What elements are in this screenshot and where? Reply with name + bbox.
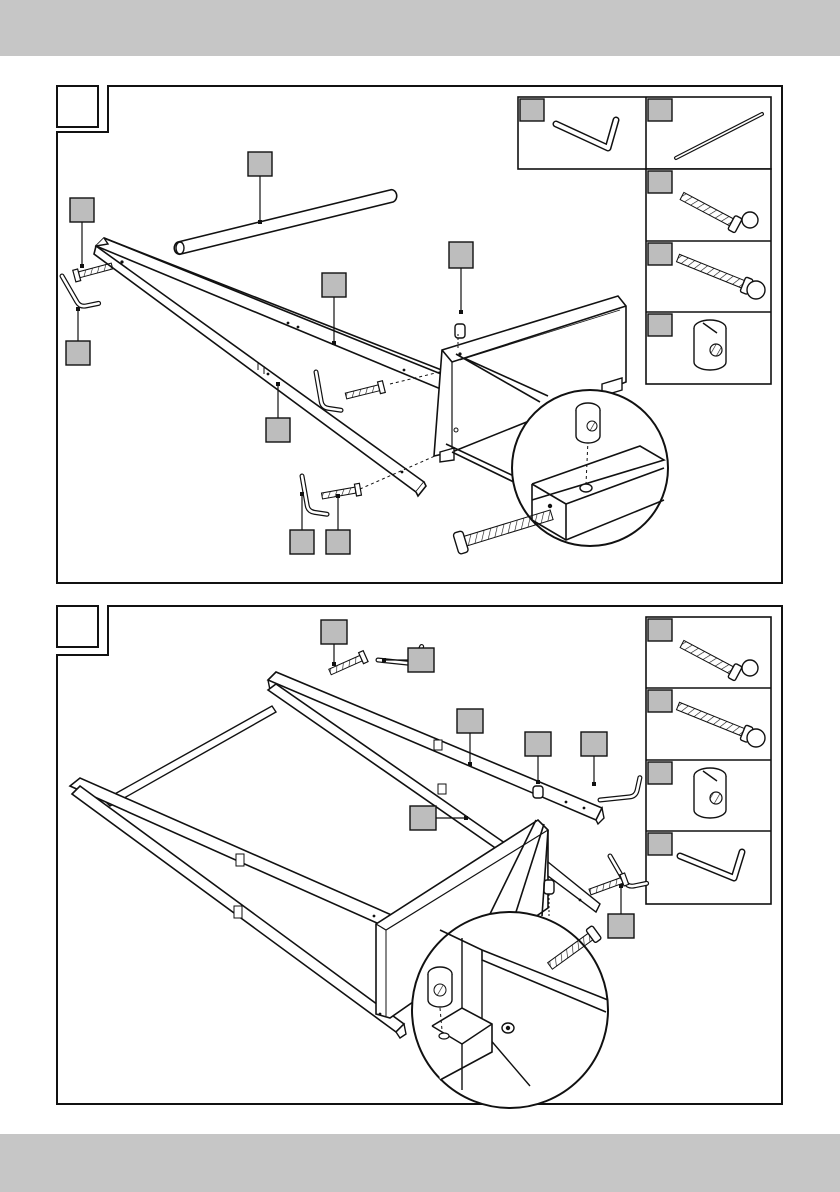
side-beam-upper xyxy=(96,238,462,400)
callout-back-diagonal xyxy=(410,806,436,830)
callout-hexkey-2-mid xyxy=(581,732,607,756)
callout-bolt-top xyxy=(70,198,94,222)
callout-upper-beam xyxy=(322,273,346,297)
callout-allen-key xyxy=(520,99,544,121)
callout-dowel-rod xyxy=(648,99,672,121)
callout-back-beam xyxy=(457,709,483,733)
callout-hexkey-bottom xyxy=(290,530,314,554)
callout-hexkey-2-bottom xyxy=(608,914,634,938)
callout-short-bolt xyxy=(648,171,672,193)
parts-legend-step-2 xyxy=(646,617,771,904)
callout-lower-beam xyxy=(266,418,290,442)
callout-hexkey-top xyxy=(66,341,90,365)
callout-barrel-nut-top xyxy=(449,242,473,268)
callout-barrel-nut-2 xyxy=(648,762,672,784)
callout-bolt-bottom xyxy=(326,530,350,554)
step-2-panel xyxy=(57,606,782,1108)
callout-bolt-2-top xyxy=(321,620,347,644)
callout-long-bolt xyxy=(648,243,672,265)
callout-barrel-nut xyxy=(648,314,672,336)
barrel-nut-icon xyxy=(694,768,726,818)
step-2-number-box xyxy=(57,606,98,647)
callout-hexkey-2-top xyxy=(408,648,434,672)
callout-long-bolt-2 xyxy=(648,690,672,712)
step-1-number-box xyxy=(57,86,98,127)
side-beam-lower xyxy=(94,238,426,496)
step-1-panel xyxy=(57,86,782,583)
callout-allen-key-2 xyxy=(648,833,672,855)
crossbar-rod xyxy=(174,190,396,255)
barrel-nut-icon xyxy=(694,320,726,370)
callout-barrel-nut-2-top xyxy=(525,732,551,756)
callout-short-bolt-2 xyxy=(648,619,672,641)
callout-rod xyxy=(248,152,272,176)
